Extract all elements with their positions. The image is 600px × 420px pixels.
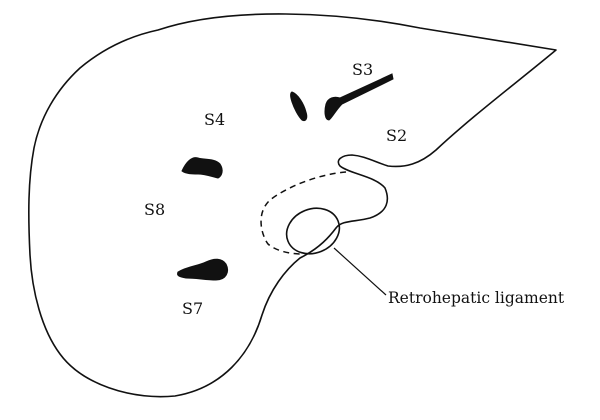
ivc-oval xyxy=(285,207,341,255)
vessel-s3-line xyxy=(324,73,394,121)
segment-label-s3: S3 xyxy=(352,60,373,79)
callout-leader-line xyxy=(333,247,387,296)
segment-label-s7: S7 xyxy=(182,299,203,318)
segment-label-s4: S4 xyxy=(204,110,225,129)
liver-outline xyxy=(28,13,557,398)
segment-label-s2: S2 xyxy=(386,126,407,145)
segment-label-s8: S8 xyxy=(144,200,165,219)
callout-label-retrohepatic-ligament: Retrohepatic ligament xyxy=(388,289,565,307)
vessel-s4 xyxy=(181,157,223,179)
vessel-s4-left xyxy=(290,91,308,121)
vessel-s7 xyxy=(177,258,229,281)
caudate-dashed-boundary xyxy=(260,171,347,255)
